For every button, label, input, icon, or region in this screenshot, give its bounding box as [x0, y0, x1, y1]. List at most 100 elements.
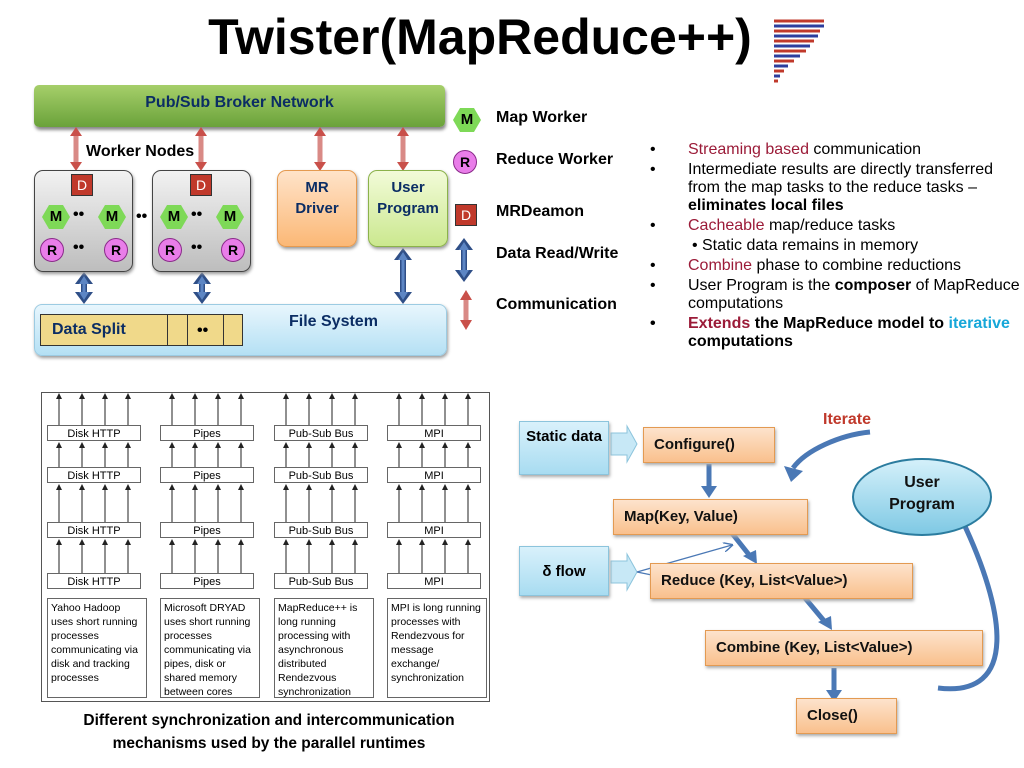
runtime-arrowhead: [442, 484, 448, 490]
runtime-arrowhead: [442, 442, 448, 448]
bullet-cacheable: Cacheable map/reduce tasks: [650, 217, 1020, 235]
runtime-arrowhead: [329, 393, 335, 399]
runtime-channel-box: MPI: [387, 425, 481, 441]
runtime-arrowhead: [306, 442, 312, 448]
reduce-worker-icon: R: [221, 238, 245, 262]
feature-bullets: Streaming based communication Intermedia…: [650, 141, 1020, 353]
bullet-user-program: User Program is the composer of MapReduc…: [650, 277, 1020, 313]
runtime-arrows: [56, 393, 471, 573]
runtime-arrowhead: [396, 484, 402, 490]
runtime-arrowhead: [238, 442, 244, 448]
runtimes-comparison: [41, 392, 490, 702]
runtime-arrowhead: [306, 393, 312, 399]
runtime-arrowhead: [192, 484, 198, 490]
runtime-arrowhead: [102, 393, 108, 399]
runtime-channel-box: Pub-Sub Bus: [274, 467, 368, 483]
runtime-description: Yahoo Hadoop uses short running processe…: [47, 598, 147, 698]
runtime-arrowhead: [169, 484, 175, 490]
mr-driver-box: MR Driver: [277, 170, 357, 247]
communication-legend-icon: [460, 290, 472, 330]
bullet-static-data: Static data remains in memory: [650, 237, 1020, 255]
map-worker-icon: M: [216, 205, 244, 229]
bullet-extends: Extends the MapReduce model to iterative…: [650, 315, 1020, 351]
pubsub-broker-network: Pub/Sub Broker Network: [34, 85, 445, 127]
ellipsis: ••: [197, 322, 209, 339]
runtime-arrowhead: [352, 539, 358, 545]
runtime-channel-box: Pipes: [160, 467, 254, 483]
configure-box: Configure(): [643, 427, 775, 463]
runtime-arrowhead: [352, 393, 358, 399]
runtime-arrowhead: [442, 393, 448, 399]
runtime-arrowhead: [192, 539, 198, 545]
reduce-worker-icon: R: [40, 238, 64, 262]
runtime-arrowhead: [169, 442, 175, 448]
legend-communication: Communication: [496, 296, 617, 313]
runtime-channel-box: Disk HTTP: [47, 467, 141, 483]
user-program-box: User Program: [368, 170, 448, 247]
runtime-arrowhead: [238, 484, 244, 490]
runtime-arrowhead: [465, 539, 471, 545]
runtime-channel-box: MPI: [387, 573, 481, 589]
runtime-channel-box: Pub-Sub Bus: [274, 573, 368, 589]
runtime-arrowhead: [465, 442, 471, 448]
communication-arrows: [73, 135, 406, 163]
runtime-arrowhead: [102, 442, 108, 448]
bullet-combine: Combine phase to combine reductions: [650, 257, 1020, 275]
data-read-write-legend-icon: [455, 238, 473, 282]
bullet-streaming: Streaming based communication: [650, 141, 1020, 159]
runtime-arrowhead: [56, 442, 62, 448]
combine-box: Combine (Key, List<Value>): [705, 630, 983, 666]
runtime-arrowhead: [283, 484, 289, 490]
runtime-arrowhead: [352, 484, 358, 490]
runtime-channel-box: Pipes: [160, 573, 254, 589]
runtime-arrowhead: [352, 442, 358, 448]
runtime-arrowhead: [125, 539, 131, 545]
reduce-box: Reduce (Key, List<Value>): [650, 563, 913, 599]
runtime-arrowhead: [329, 539, 335, 545]
file-system-label: File System: [289, 313, 378, 330]
runtime-description: Microsoft DRYAD uses short running proce…: [160, 598, 260, 698]
runtime-channel-box: Pipes: [160, 522, 254, 538]
iterate-label: Iterate: [823, 411, 872, 428]
runtime-arrowhead: [419, 484, 425, 490]
twister-logo-icon: [774, 19, 824, 83]
ellipsis: ••: [73, 239, 85, 256]
runtime-arrowhead: [169, 393, 175, 399]
runtime-channel-box: MPI: [387, 467, 481, 483]
runtime-description: MapReduce++ is long running processing w…: [274, 598, 374, 698]
runtime-arrowhead: [56, 393, 62, 399]
runtime-arrowhead: [419, 393, 425, 399]
legend-mrdeamon: MRDeamon: [496, 203, 585, 220]
map-box: Map(Key, Value): [613, 499, 808, 535]
runtime-channel-box: Disk HTTP: [47, 573, 141, 589]
runtime-channel-box: Pub-Sub Bus: [274, 425, 368, 441]
runtime-arrowhead: [465, 484, 471, 490]
mrdaemon-icon: D: [71, 174, 93, 196]
runtime-arrowhead: [238, 393, 244, 399]
runtime-arrowhead: [102, 484, 108, 490]
map-worker-icon: M: [160, 205, 188, 229]
ellipsis: ••: [191, 239, 203, 256]
runtime-arrowhead: [192, 442, 198, 448]
runtime-channel-box: Pipes: [160, 425, 254, 441]
worker-nodes-label: Worker Nodes: [86, 143, 195, 160]
legend-map-worker: Map Worker: [496, 109, 588, 126]
close-box: Close(): [796, 698, 897, 734]
runtime-arrowhead: [125, 442, 131, 448]
mrdaemon-icon: D: [190, 174, 212, 196]
runtime-channel-box: MPI: [387, 522, 481, 538]
runtime-arrowhead: [283, 442, 289, 448]
runtime-arrowhead: [192, 393, 198, 399]
architecture-arrows: [70, 127, 412, 304]
runtime-arrowhead: [306, 539, 312, 545]
ellipsis: ••: [73, 206, 85, 223]
runtime-arrowhead: [79, 539, 85, 545]
data-split-box: [40, 314, 243, 346]
data-split-label: Data Split: [52, 321, 126, 338]
runtimes-caption: Different synchronization and intercommu…: [83, 712, 455, 752]
runtime-arrowhead: [102, 539, 108, 545]
runtime-arrowhead: [396, 442, 402, 448]
runtime-arrowhead: [215, 539, 221, 545]
ellipsis: ••: [136, 208, 148, 225]
delta-flow-box: δ flow: [519, 546, 609, 596]
